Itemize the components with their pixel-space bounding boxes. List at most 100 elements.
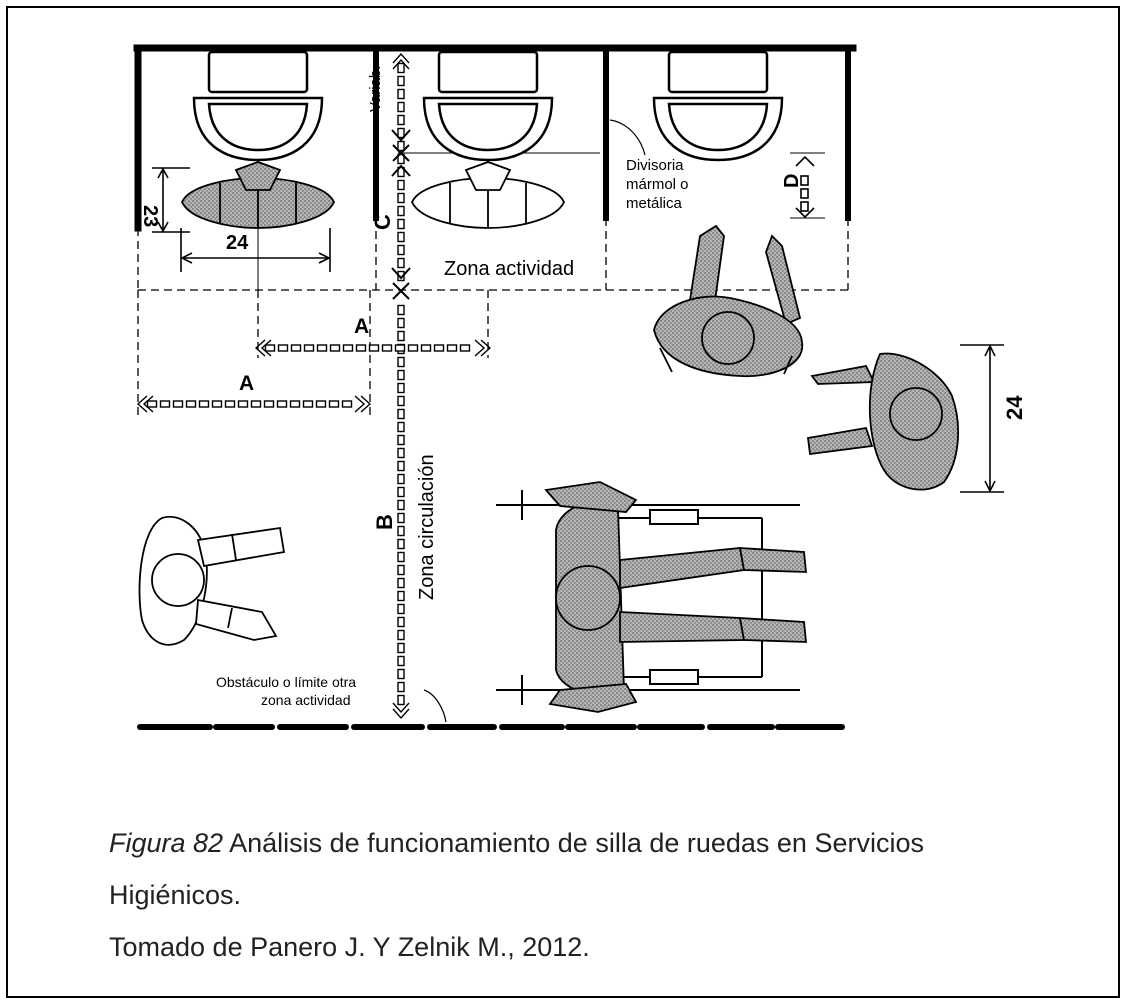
- dash-segment: [420, 344, 432, 352]
- dash-segment: [459, 344, 471, 352]
- dash-segment: [397, 616, 405, 628]
- dash-segment: [368, 344, 380, 352]
- dash-segment: [397, 655, 405, 667]
- dash-segment: [264, 344, 276, 352]
- arrow-head: [136, 395, 148, 413]
- dash-segment: [263, 400, 275, 408]
- zona-circulacion-label: Zona circulación: [416, 454, 438, 600]
- dash-segment: [303, 344, 315, 352]
- standing-figure-right: [807, 352, 960, 491]
- b-label: B: [372, 514, 397, 530]
- dash-segment: [397, 447, 405, 459]
- dash-segment: [397, 153, 405, 165]
- dash-segment: [397, 473, 405, 485]
- dash-segment: [397, 257, 405, 269]
- seated-figure-outline: [411, 161, 565, 229]
- dimension-24-side: [960, 344, 1004, 493]
- dash-segment: [397, 408, 405, 420]
- dash-segment: [397, 369, 405, 381]
- dash-segment: [397, 317, 405, 329]
- dimension-b-arrow: [392, 304, 410, 720]
- dash-segment: [316, 344, 328, 352]
- toilet-2: [422, 50, 554, 162]
- dash-segment: [397, 218, 405, 230]
- restroom-plan-diagram: 23 24 D Variab. C Zona actividad A A B Z…: [133, 44, 1027, 730]
- wheelchair: [496, 490, 800, 705]
- dash-segment: [397, 231, 405, 243]
- arrow-head: [254, 339, 266, 357]
- seated-figure-shaded: [181, 161, 335, 229]
- dash-segment: [237, 400, 249, 408]
- dash-segment: [397, 629, 405, 641]
- a-upper-label: A: [354, 315, 369, 338]
- dash-segment: [397, 330, 405, 342]
- zona-actividad-label: Zona actividad: [444, 258, 574, 280]
- dash-segment: [355, 344, 367, 352]
- arrow-head: [392, 702, 410, 714]
- obstaculo-label-2: zona actividad: [261, 692, 351, 708]
- dash-segment: [211, 400, 223, 408]
- caption-line-2: Higiénicos.: [109, 880, 242, 910]
- stall-walls: [133, 44, 857, 232]
- arrow-head: [392, 52, 410, 64]
- dim-24-side-label: 24: [1002, 395, 1027, 420]
- dash-segment: [397, 356, 405, 368]
- c-label: C: [370, 214, 395, 230]
- dimension-c-arrow: [392, 52, 410, 282]
- dash-segment: [397, 88, 405, 100]
- arrow-head: [480, 339, 492, 357]
- dimension-a-upper-arrow: [254, 339, 492, 357]
- arrow-head: [360, 395, 372, 413]
- dash-segment: [289, 400, 301, 408]
- standing-figure-left: [138, 515, 286, 646]
- dash-segment: [397, 179, 405, 191]
- dash-segment: [341, 400, 353, 408]
- dash-segment: [397, 434, 405, 446]
- arrow-head: [260, 339, 272, 357]
- divisoria-label-3: metálica: [626, 195, 683, 212]
- arrow-head: [354, 395, 366, 413]
- dash-segment: [290, 344, 302, 352]
- arrow-head: [474, 339, 486, 357]
- dash-segment: [397, 564, 405, 576]
- arrow-head: [392, 708, 410, 720]
- dash-segment: [198, 400, 210, 408]
- dimension-24-stall: [180, 228, 331, 272]
- divisoria-leader: [609, 119, 646, 156]
- dash-segment: [315, 400, 327, 408]
- toilet-3: [652, 50, 784, 162]
- dimension-d-arrow: [795, 155, 815, 219]
- dash-segment: [397, 551, 405, 563]
- dash-segment: [397, 244, 405, 256]
- dash-segment: [397, 499, 405, 511]
- dash-segment: [397, 192, 405, 204]
- dash-segment: [394, 344, 406, 352]
- arrow-head: [392, 58, 410, 70]
- divisoria-label-1: Divisoria: [626, 157, 684, 174]
- dim-24-stall-label: 24: [226, 232, 249, 254]
- dash-segment: [397, 460, 405, 472]
- dash-segment: [446, 344, 458, 352]
- dash-segment: [397, 577, 405, 589]
- dash-segment: [397, 304, 405, 316]
- dash-segment: [276, 400, 288, 408]
- dash-segment: [397, 127, 405, 139]
- dash-segment: [397, 525, 405, 537]
- dash-segment: [159, 400, 171, 408]
- dash-segment: [250, 400, 262, 408]
- dash-segment: [328, 400, 340, 408]
- wheelchair-user: [544, 481, 807, 713]
- obstaculo-leader: [423, 689, 447, 723]
- dash-segment: [397, 681, 405, 693]
- c-line-marks: [391, 129, 411, 300]
- dash-segment: [397, 590, 405, 602]
- a-lower-label: A: [239, 372, 254, 395]
- dash-segment: [381, 344, 393, 352]
- dimension-a-lower-arrow: [136, 395, 372, 413]
- dash-segment: [397, 395, 405, 407]
- caption-source: Tomado de Panero J. Y Zelnik M., 2012.: [109, 932, 590, 962]
- dash-segment: [407, 344, 419, 352]
- dim-23-label: 23: [139, 205, 161, 227]
- dash-segment: [397, 694, 405, 706]
- dash-segment: [397, 486, 405, 498]
